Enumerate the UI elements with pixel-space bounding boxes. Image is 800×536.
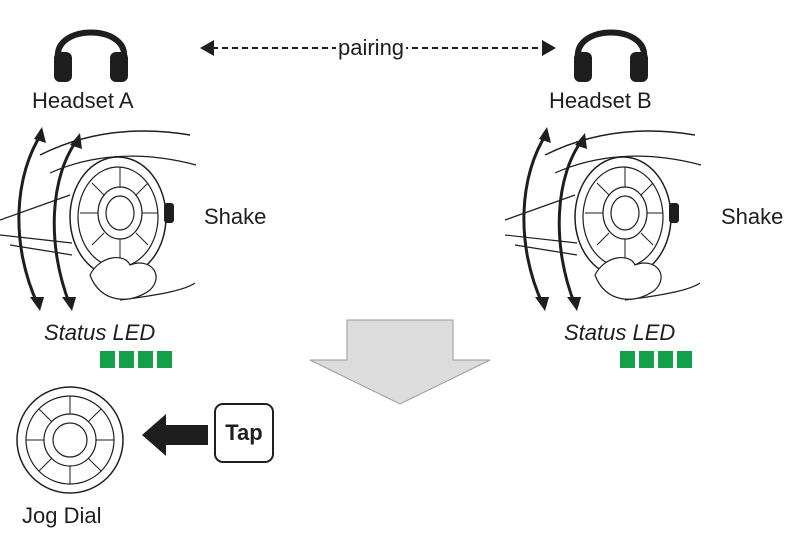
jog-dial-icon: [16, 386, 124, 494]
flow-down-arrow: [309, 319, 491, 405]
tap-button[interactable]: Tap: [214, 403, 274, 463]
tap-label: Tap: [225, 420, 263, 445]
left-status-led-label: Status LED: [44, 320, 156, 345]
status-led: [620, 351, 635, 368]
right-shake-label: Shake: [721, 204, 784, 229]
right-device-illustration: [504, 127, 702, 311]
jog-dial-label: Jog Dial: [22, 503, 102, 528]
headset-b-icon: [574, 29, 648, 82]
status-led: [100, 351, 115, 368]
left-device-illustration: [0, 127, 197, 311]
right-status-led-label: Status LED: [564, 320, 676, 345]
status-led: [157, 351, 172, 368]
left-shake-label: Shake: [204, 204, 267, 229]
right-status-leds: [620, 351, 692, 368]
status-led: [658, 351, 673, 368]
headset-a-icon: [54, 29, 128, 82]
status-led: [639, 351, 654, 368]
pairing-arrow: [200, 40, 556, 56]
left-status-leds: [100, 351, 172, 368]
headset-b-label: Headset B: [549, 88, 652, 113]
headset-a-label: Headset A: [32, 88, 134, 113]
status-led: [138, 351, 153, 368]
status-led: [119, 351, 134, 368]
status-led: [677, 351, 692, 368]
tap-arrow-icon: [142, 414, 208, 456]
pairing-label: pairing: [336, 35, 407, 60]
